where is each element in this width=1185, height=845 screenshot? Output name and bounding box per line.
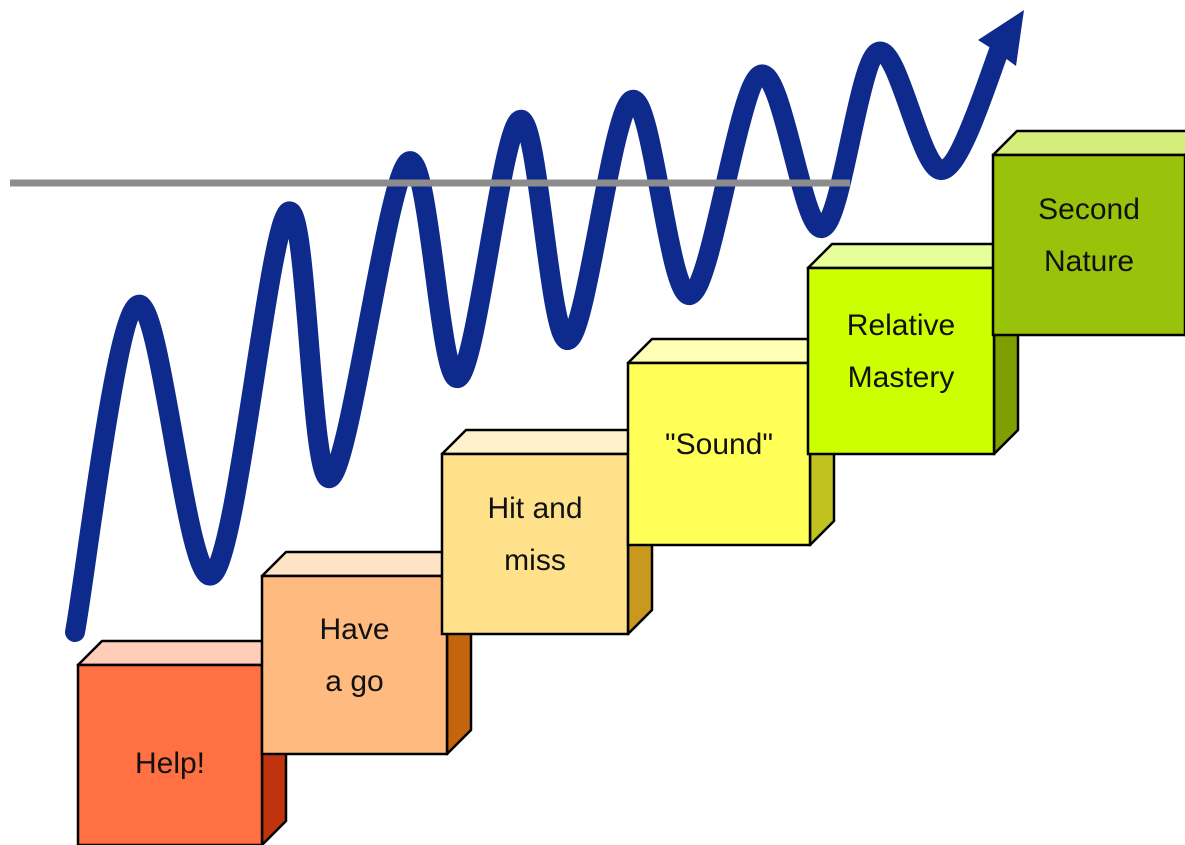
stage-label-line: Have xyxy=(319,613,389,646)
stage-label-line: Hit and xyxy=(487,492,582,525)
block-front-face xyxy=(806,266,996,456)
block-front-face xyxy=(440,452,630,636)
block-front-face xyxy=(76,663,264,845)
block-top-face xyxy=(806,242,1020,270)
stage-block-3: Hit and miss xyxy=(440,428,654,636)
block-top-face xyxy=(440,428,654,456)
block-front-face xyxy=(991,153,1185,337)
block-top-face xyxy=(260,550,473,578)
block-top-face xyxy=(76,639,288,667)
stage-block-2: Have a go xyxy=(260,550,473,756)
stage-label-line: Help! xyxy=(135,747,205,780)
stage-label-line: "Sound" xyxy=(665,428,773,461)
stage-blocks: Help! Have a go Hit and miss "Sound" RelativeM… xyxy=(76,129,1185,845)
stage-label-line: Second xyxy=(1038,193,1140,226)
stage-label-line: miss xyxy=(504,544,566,577)
stage-label-line: Relative xyxy=(847,309,955,342)
block-front-face xyxy=(626,361,812,547)
block-top-face xyxy=(626,337,836,365)
stage-label-line: Nature xyxy=(1044,245,1134,278)
block-top-face xyxy=(991,129,1185,157)
block-front-face xyxy=(260,574,449,756)
stage-label-line: a go xyxy=(325,665,383,698)
progress-wave xyxy=(65,10,1024,642)
wave-arrowhead xyxy=(978,10,1024,66)
wave-curve xyxy=(65,25,1015,642)
stage-label-line: Mastery xyxy=(848,361,955,394)
stage-block-4: "Sound" xyxy=(626,337,836,547)
stage-block-1: Help! xyxy=(76,639,288,845)
